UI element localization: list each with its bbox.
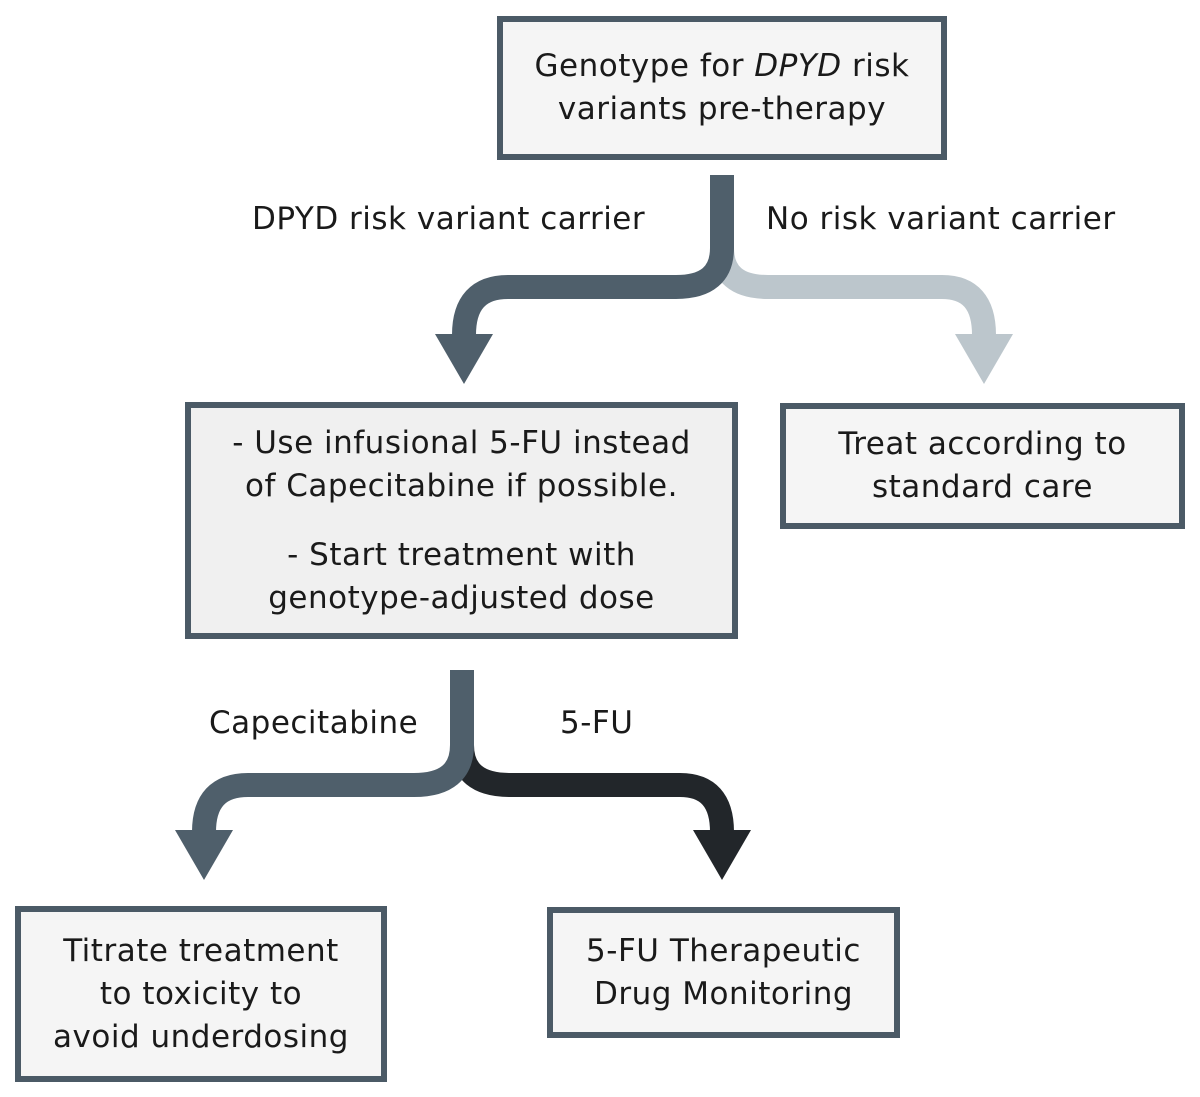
genotype-box: Genotype for DPYD risk variants pre-ther… <box>497 16 947 160</box>
genotype-line1: Genotype for DPYD risk <box>535 45 910 88</box>
genotype-line2: variants pre-therapy <box>557 91 887 127</box>
standard-line2: standard care <box>871 469 1094 505</box>
risk-carrier-label: DPYD risk variant carrier <box>252 201 646 237</box>
tdm-line1: 5-FU Therapeutic <box>586 932 861 969</box>
carrier-line3: - Start treatment with <box>287 536 636 573</box>
dpyd-gene-name: DPYD <box>754 48 842 84</box>
carrier-line4: genotype-adjusted dose <box>268 579 655 616</box>
no-risk-label: No risk variant carrier <box>766 201 1116 237</box>
arrow-5fu <box>450 670 734 836</box>
arrowhead-no-risk <box>955 334 1013 384</box>
carrier-line2: of Capecitabine if possible. <box>245 467 678 504</box>
standard-care-box: Treat according to standard care <box>780 403 1185 529</box>
arrowhead-risk-carrier <box>435 334 493 384</box>
genotype-prefix: Genotype for <box>534 48 755 84</box>
arrowhead-5fu <box>693 830 751 880</box>
arrow-no-risk <box>710 175 996 340</box>
titrate-line2: to toxicity to <box>99 975 303 1012</box>
titrate-box: Titrate treatment to toxicity to avoid u… <box>15 906 387 1082</box>
arrow-risk-carrier <box>452 175 734 340</box>
arrowhead-capecitabine <box>175 830 233 880</box>
standard-line1: Treat according to <box>838 426 1127 462</box>
tdm-line2: Drug Monitoring <box>593 975 854 1012</box>
5fu-label: 5-FU <box>560 705 634 741</box>
titrate-line3: avoid underdosing <box>53 1018 349 1055</box>
capecitabine-label: Capecitabine <box>209 705 419 741</box>
carrier-line1: - Use infusional 5-FU instead <box>232 424 691 461</box>
titrate-line1: Titrate treatment <box>63 932 339 969</box>
genotype-suffix: risk <box>841 48 910 84</box>
tdm-box: 5-FU Therapeutic Drug Monitoring <box>547 907 900 1038</box>
carrier-recommendation-box: - Use infusional 5-FU instead of Capecit… <box>185 402 738 639</box>
arrow-capecitabine <box>192 670 474 836</box>
